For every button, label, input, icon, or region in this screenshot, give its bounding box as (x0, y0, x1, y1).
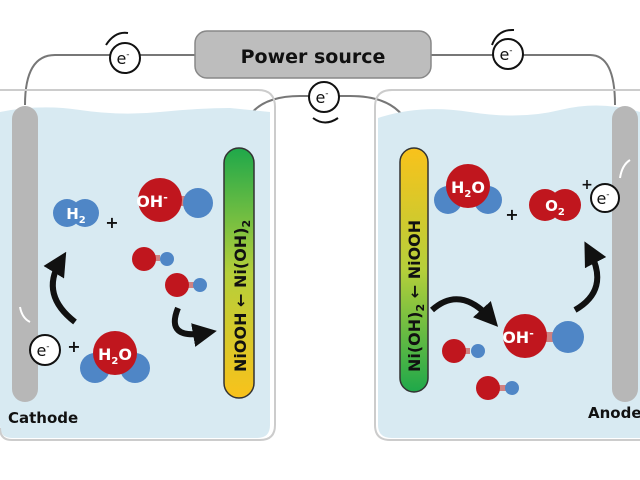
svg-text:Ni(OH)2 ← NiOOH: Ni(OH)2 ← NiOOH (405, 220, 427, 372)
svg-text:OH-: OH- (136, 191, 168, 211)
hydroxide-ion-left: OH- (136, 178, 213, 222)
electron-flow-in-icon (19, 306, 31, 323)
electron-wire-right: e- (491, 28, 524, 70)
power-source: Power source (194, 30, 432, 79)
svg-text:H2: H2 (66, 205, 86, 226)
h2-molecule: H2 (53, 199, 99, 227)
hydroxide-ion-right: OH- (502, 314, 584, 358)
reaction-arrow (573, 241, 607, 313)
electron-cathode: e- (29, 334, 61, 366)
o2-molecule: O2 (529, 189, 581, 221)
small-water-molecule (165, 273, 207, 297)
svg-text:e-: e- (36, 341, 49, 360)
svg-text:e-: e- (499, 45, 512, 64)
small-water-molecule (442, 339, 485, 363)
svg-text:H2O: H2O (451, 178, 485, 200)
anode-electrode (612, 106, 638, 402)
nickel-electrode-right: Ni(OH)2 ← NiOOH (399, 147, 429, 393)
electron-wire-middle: e- (308, 81, 340, 124)
svg-text:OH-: OH- (502, 327, 534, 347)
cathode-electrode (12, 106, 38, 402)
water-molecule-right: H2O (434, 164, 502, 214)
wire-left (24, 54, 195, 106)
reaction-arrow (430, 296, 499, 327)
svg-text:e-: e- (596, 189, 609, 208)
wire-right (430, 54, 616, 106)
electron-anode: e- (590, 183, 620, 213)
power-source-label: Power source (241, 46, 386, 68)
small-water-molecule (476, 376, 519, 400)
svg-text:O2: O2 (545, 197, 565, 218)
electron-flow-out-icon (619, 159, 631, 179)
reaction-arrow (171, 306, 217, 347)
plus-sign: + (67, 337, 80, 356)
svg-text:e-: e- (315, 88, 328, 107)
svg-text:NiOOH ← Ni(OH)2: NiOOH ← Ni(OH)2 (231, 220, 253, 372)
plus-sign: + (505, 205, 518, 224)
svg-text:H2O: H2O (98, 345, 132, 367)
electron-wire-left: e- (105, 31, 141, 74)
anode-label: Anode (588, 404, 640, 422)
small-water-molecule (132, 247, 174, 271)
plus-sign: + (581, 177, 593, 193)
cathode-label: Cathode (8, 409, 78, 427)
plus-sign: + (105, 213, 118, 232)
svg-text:e-: e- (116, 49, 129, 68)
nickel-electrode-left: NiOOH ← Ni(OH)2 (223, 147, 255, 399)
reaction-arrow (43, 251, 77, 325)
water-molecule-left: H2O (80, 331, 150, 383)
